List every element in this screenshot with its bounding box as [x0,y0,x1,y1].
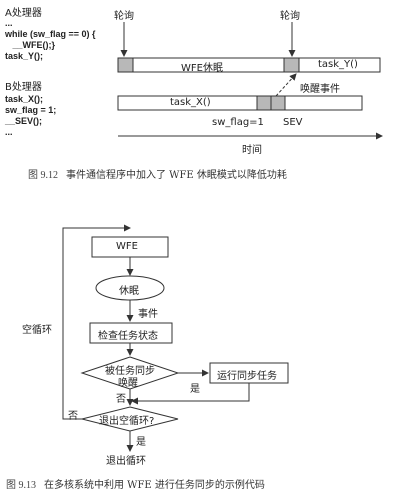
poll-label-right: 轮询 [280,11,300,22]
sleep-label: 休眠 [119,286,139,297]
yes-right-label: 是 [190,384,200,395]
code-b-line-2: sw_flag = 1; [5,105,57,115]
run-sync-label: 运行同步任务 [217,371,277,382]
code-b-line-3: __SEV(); [5,116,43,126]
processor-a-heading: A处理器 [5,8,42,19]
processor-b-timeline [117,95,363,111]
sw-flag-label: sw_flag=1 [212,117,264,128]
sev-block [270,95,286,111]
timing-diagram [117,22,383,140]
task-x-label: task_X() [170,97,211,108]
code-b-line-1: task_X(); [5,94,44,104]
wake-event-label: 唤醒事件 [300,84,340,95]
code-a-line-2: while (sw_flag == 0) { [5,29,96,39]
caption-text: 事件通信程序中加入了 WFE 休眠模式以降低功耗 [66,170,287,181]
no-left-label: 否 [68,411,78,422]
sev-label: SEV [283,117,303,128]
wake-event-arrow [275,73,297,97]
code-b-line-4: ... [5,127,13,137]
check-task-box [89,322,173,344]
caption-number-2: 图 9.13 [6,480,36,491]
time-label: 时间 [242,145,262,156]
decision-line-1: 被任务同步 [105,366,155,377]
event-label: 事件 [138,309,158,320]
processor-b-heading: B处理器 [5,82,42,93]
check-task-label: 检查任务状态 [98,331,158,342]
code-a-line-4: task_Y(); [5,51,44,61]
poll-block-left [117,57,134,73]
no-down-label: 否 [116,394,126,405]
flowchart [62,224,289,452]
idle-loop-label: 空循环 [22,325,52,336]
sw-flag-block [256,95,272,111]
exit-loop-label: 退出循环 [106,456,146,467]
wfe-sleep-label: WFE休眠 [181,63,223,74]
task-y-label: task_Y() [318,59,358,70]
caption-number: 图 9.12 [28,170,58,181]
caption-text-2: 在多核系统中利用 WFE 进行任务同步的示例代码 [44,480,265,491]
code-a-line-3: __WFE();} [5,40,56,50]
wfe-label: WFE [116,241,138,252]
poll-block-right [283,57,300,73]
yes-down-label: 是 [136,437,146,448]
exit-decision-label: 退出空循环? [99,416,155,427]
poll-label-left: 轮询 [114,11,134,22]
decision-line-2: 唤醒 [118,378,138,389]
code-a-line-1: ... [5,18,13,28]
figure-caption-9-13: 图 9.13 在多核系统中利用 WFE 进行任务同步的示例代码 [6,476,265,491]
figure-caption-9-12: 图 9.12 事件通信程序中加入了 WFE 休眠模式以降低功耗 [28,166,287,181]
